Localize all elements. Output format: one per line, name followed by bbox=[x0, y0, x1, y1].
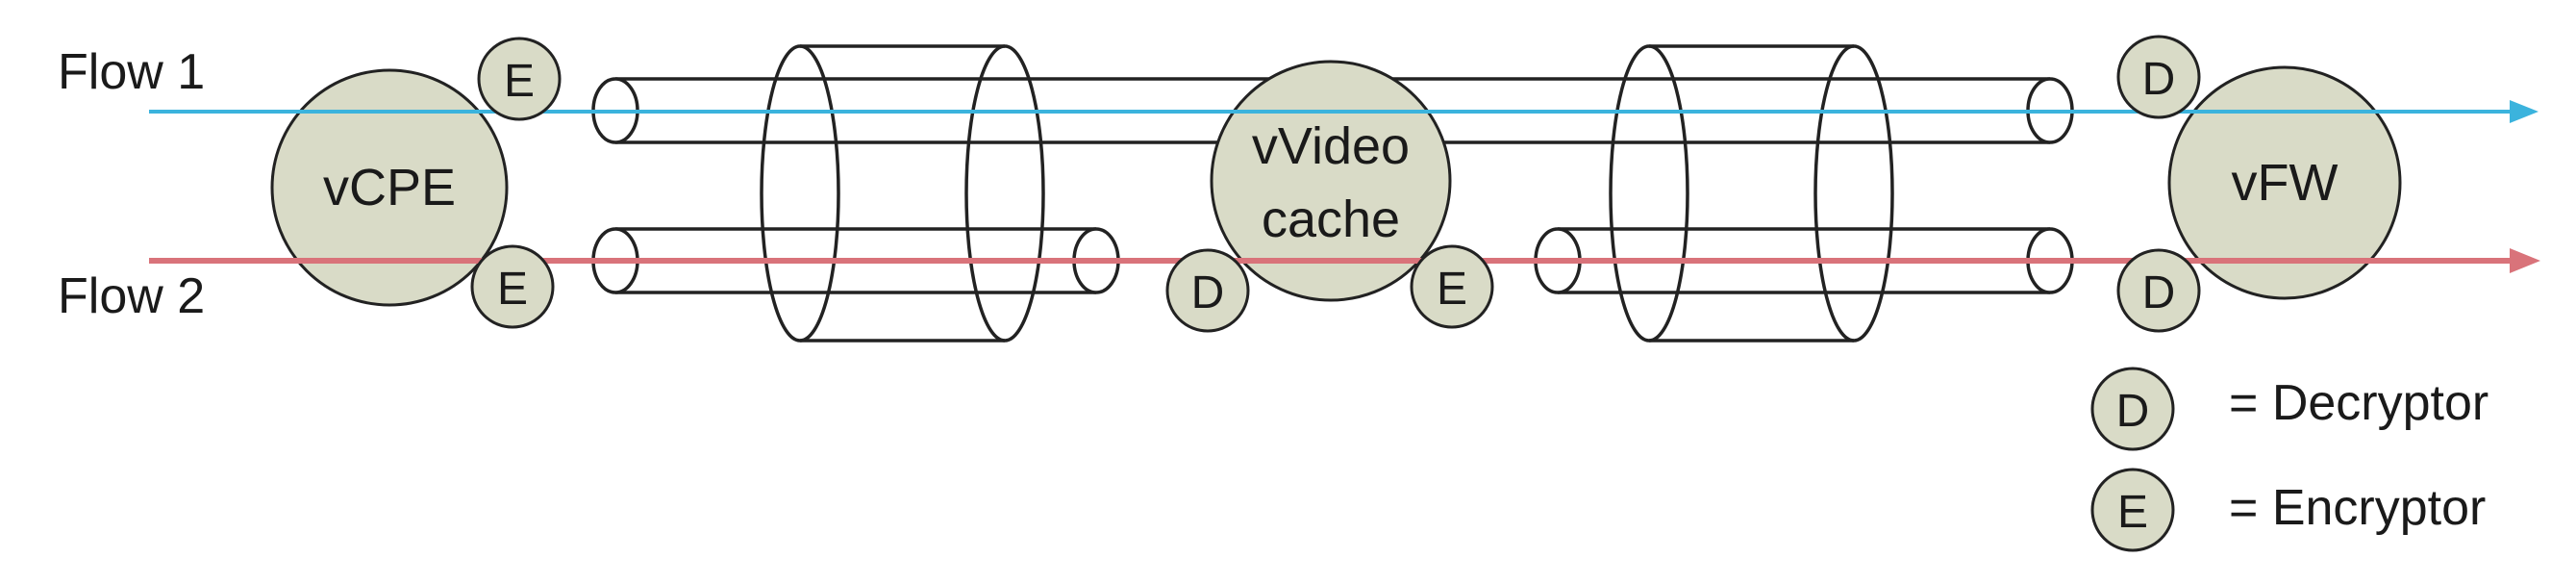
legend-encryptor-symbol: E bbox=[2117, 487, 2148, 538]
legend-encryptor: E = Encryptor bbox=[2090, 468, 2486, 552]
legend-encryptor-text: = Encryptor bbox=[2229, 480, 2486, 536]
vfw-label: vFW bbox=[2232, 154, 2338, 212]
vvideo-encryptor-flow2: E bbox=[1410, 244, 1494, 329]
flow-1-label: Flow 1 bbox=[58, 44, 205, 100]
vcpe-encryptor-flow1: E bbox=[477, 37, 562, 121]
vvideo-cache-label-line2: cache bbox=[1262, 190, 1400, 248]
legend-decryptor-text: = Decryptor bbox=[2229, 375, 2488, 431]
vfw-decryptor-flow1: D bbox=[2116, 35, 2201, 119]
svg-text:D: D bbox=[1191, 267, 1225, 318]
vvideo-decryptor-flow2: D bbox=[1165, 248, 1250, 333]
svg-text:E: E bbox=[497, 264, 528, 315]
legend-decryptor: D = Decryptor bbox=[2090, 367, 2488, 451]
svg-text:E: E bbox=[1437, 264, 1467, 315]
svg-text:D: D bbox=[2142, 267, 2176, 318]
vcpe-label: vCPE bbox=[323, 159, 456, 216]
svg-text:E: E bbox=[504, 56, 535, 107]
vvideo-cache-node bbox=[1210, 60, 1452, 302]
vcpe-node bbox=[270, 68, 509, 307]
legend-decryptor-symbol: D bbox=[2116, 386, 2150, 437]
vfw-decryptor-flow2: D bbox=[2116, 248, 2201, 333]
vcpe-encryptor-flow2: E bbox=[470, 244, 555, 329]
svg-text:D: D bbox=[2142, 54, 2176, 105]
legend: D = Decryptor E = Encryptor bbox=[2090, 367, 2488, 552]
flow-2-label: Flow 2 bbox=[58, 268, 205, 324]
vfw-node bbox=[2167, 65, 2402, 300]
vvideo-cache-label-line1: vVideo bbox=[1252, 117, 1410, 175]
